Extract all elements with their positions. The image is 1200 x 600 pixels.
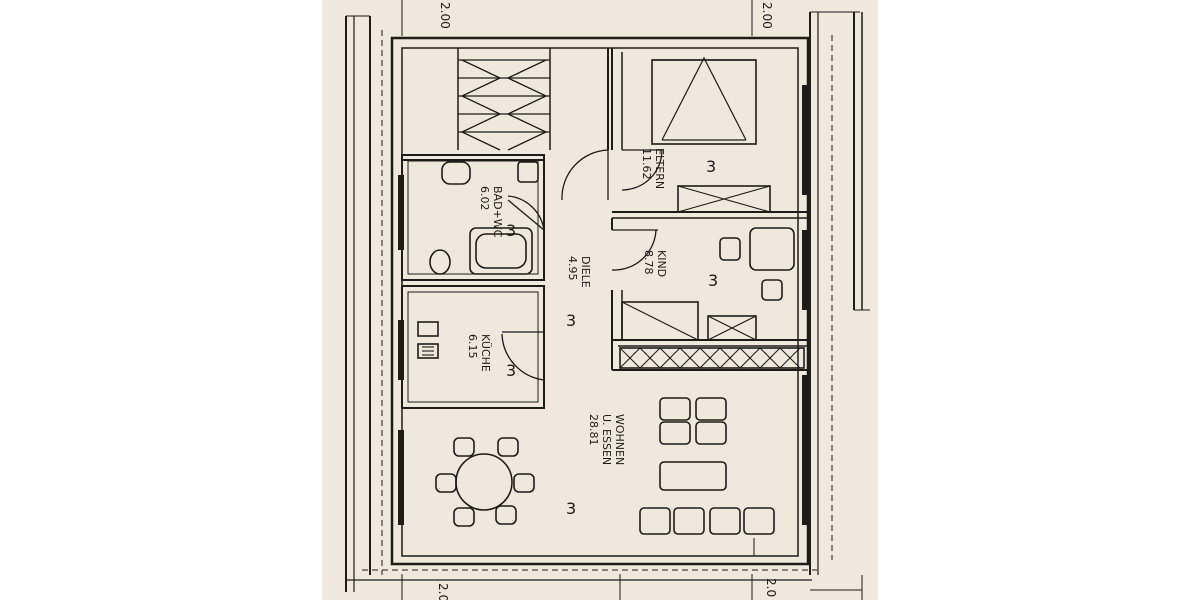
- room-label-bad: BAD+WC 6.02: [478, 186, 504, 238]
- dimension-label-bottom-left: 2.0: [436, 583, 450, 600]
- right-eave-lines: [809, 11, 870, 600]
- room-area-eltern: 11.62: [640, 148, 653, 180]
- room-label-kind: KIND 8.78: [642, 250, 668, 277]
- wardrobe-strip: [619, 347, 805, 369]
- left-eave-lines: [345, 15, 817, 592]
- room-code-eltern: 3: [706, 157, 716, 176]
- room-name-kueche: KÜCHE: [479, 334, 492, 372]
- dining-table: [435, 437, 535, 527]
- room-code-kueche: 3: [506, 361, 516, 380]
- room-label-eltern: ELTERN 11.62: [640, 148, 666, 189]
- staircase: [457, 48, 551, 151]
- dimension-label-bottom-right: 2.0: [764, 578, 778, 597]
- room-code-wohnen: 3: [566, 499, 576, 518]
- room-area-kueche: 6.15: [466, 334, 479, 359]
- room-name-wohnen-line2: U. ESSEN: [600, 414, 613, 465]
- room-name-bad: BAD+WC: [491, 186, 504, 238]
- room-area-diele: 4.95: [566, 256, 579, 281]
- dimension-ticks: [401, 0, 753, 600]
- room-code-kind: 3: [708, 271, 718, 290]
- room-name-diele: DIELE: [579, 256, 592, 288]
- room-area-bad: 6.02: [478, 186, 491, 211]
- kitchen-fixtures: [417, 321, 439, 359]
- room-name-eltern: ELTERN: [653, 148, 666, 189]
- kind-furniture: [621, 227, 795, 341]
- eltern-furniture: [651, 56, 771, 213]
- dimension-label-top-left: 2.00: [438, 2, 452, 29]
- floor-plan-sheet: 2.00 2.00 2.0 2.0: [322, 0, 878, 600]
- doors: [474, 149, 663, 409]
- room-label-diele: DIELE 4.95: [566, 256, 592, 288]
- room-code-bad: 3: [506, 221, 516, 240]
- room-name-kind: KIND: [655, 250, 668, 277]
- room-label-kueche: KÜCHE 6.15: [466, 334, 492, 372]
- room-area-kind: 8.78: [642, 250, 655, 275]
- room-area-wohnen: 28.81: [587, 414, 600, 446]
- dimension-label-top-right: 2.00: [760, 2, 774, 29]
- room-label-wohnen: WOHNEN U. ESSEN 28.81: [587, 414, 626, 465]
- floor-plan-drawing: 2.00 2.00 2.0 2.0: [322, 0, 878, 600]
- bath-fixtures: [429, 161, 539, 275]
- room-name-wohnen-line1: WOHNEN: [613, 414, 626, 465]
- room-code-diele: 3: [566, 311, 576, 330]
- living-furniture: [639, 397, 775, 556]
- paper-background: [322, 0, 878, 600]
